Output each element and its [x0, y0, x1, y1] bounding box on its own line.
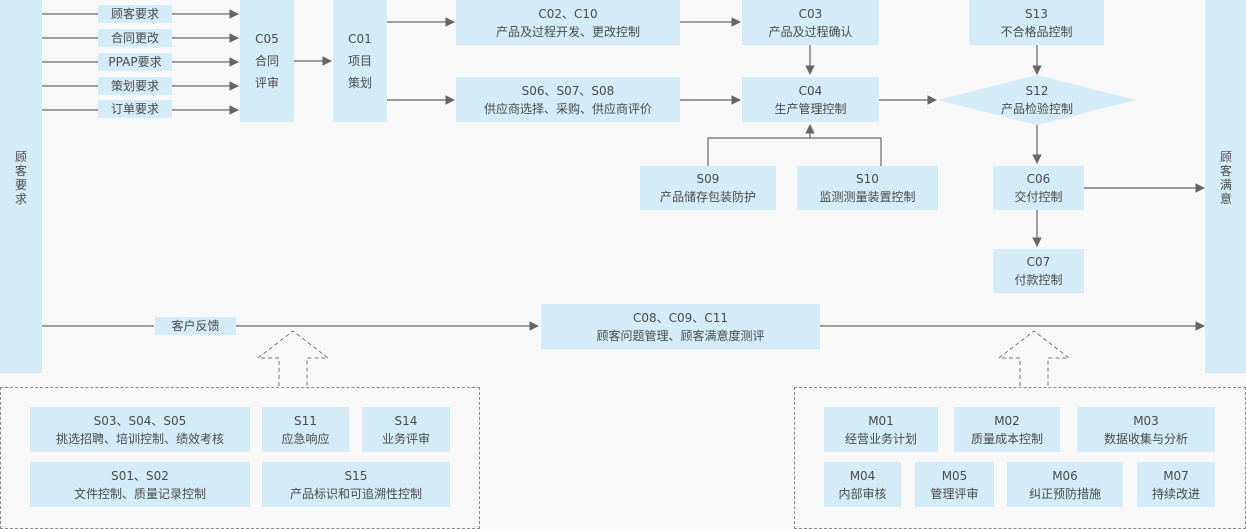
mgmt-item-2: M02 质量成本控制: [954, 407, 1060, 452]
support-left-item-3: S14 业务评审: [362, 407, 450, 452]
support-left-item-4-label: 文件控制、质量记录控制: [73, 486, 206, 501]
support-left-item-4-code: S01、S02: [111, 468, 169, 483]
support-left-item-3-label: 业务评审: [381, 431, 430, 446]
s13-nonconforming-box: S13 不合格品控制: [969, 0, 1104, 45]
c05-contract-review: C05 合同 评审: [240, 0, 294, 122]
c08-code: C08、C09、C11: [633, 310, 728, 325]
mgmt-item-4-code: M04: [849, 468, 876, 483]
c06-code: C06: [1026, 172, 1051, 186]
mgmt-item-4-label: 内部审核: [838, 486, 887, 501]
support-left-item-1-code: S03、S04、S05: [93, 413, 187, 428]
mgmt-item-7-code: M07: [1163, 468, 1189, 483]
mgmt-item-2-code: M02: [994, 413, 1020, 428]
mgmt-item-3: M03 数据收集与分析: [1077, 407, 1215, 452]
support-left-arrow: [256, 330, 330, 386]
c06-delivery-box: C06 交付控制: [993, 166, 1084, 210]
s10-code: S10: [856, 172, 879, 186]
c04-code: C04: [798, 83, 823, 98]
s12-label-group: S12 产品检验控制: [987, 82, 1087, 118]
c05-line-2: 评审: [254, 76, 279, 90]
req-tag-3: PPAP要求: [98, 53, 172, 71]
mgmt-item-7-label: 持续改进: [1151, 486, 1200, 501]
s12-diamond: [938, 75, 1136, 125]
s06-supplier-box: S06、S07、S08 供应商选择、采购、供应商评价: [456, 77, 680, 122]
c05-code: C05: [255, 32, 279, 46]
mgmt-item-6-code: M06: [1052, 468, 1078, 483]
c05-line-1: 合同: [254, 54, 279, 68]
customer-requirements-label: 顾客要求: [14, 150, 27, 206]
mgmt-item-1: M01 经营业务计划: [824, 407, 938, 452]
mgmt-item-4: M04 内部审核: [824, 462, 901, 507]
support-left-item-3-code: S14: [394, 413, 418, 428]
c01-code: C01: [348, 32, 372, 46]
support-left-item-5-label: 产品标识和可追溯性控制: [289, 486, 422, 501]
s09-label: 产品储存包装防护: [659, 190, 756, 204]
c07-payment-box: C07 付款控制: [993, 249, 1084, 293]
customer-requirements-column: [0, 0, 42, 373]
req-tag-5: 订单要求: [98, 100, 172, 118]
c08-customer-issue-box: C08、C09、C11 顾客问题管理、顾客满意度测评: [541, 304, 820, 349]
s06-code: S06、S07、S08: [521, 83, 615, 98]
mgmt-item-5-code: M05: [941, 468, 968, 483]
support-left-item-2-label: 应急响应: [281, 431, 330, 446]
c07-label: 付款控制: [1014, 273, 1063, 287]
mgmt-item-5: M05 管理评审: [915, 462, 994, 507]
s06-label: 供应商选择、采购、供应商评价: [483, 101, 652, 116]
customer-satisfaction-column: [1205, 0, 1246, 373]
s10-label: 监测测量装置控制: [819, 190, 916, 204]
support-left-item-1-label: 挑选招聘、培训控制、绩效考核: [55, 431, 224, 446]
support-right-arrow: [997, 330, 1071, 386]
c01-line-1: 项目: [347, 54, 372, 68]
c07-code: C07: [1026, 255, 1051, 269]
customer-satisfaction-label: 顾客满意: [1219, 150, 1232, 206]
c01-project-planning: C01 项目 策划: [333, 0, 387, 122]
support-left-item-1: S03、S04、S05 挑选招聘、培训控制、绩效考核: [30, 407, 250, 452]
customer-feedback-tag: 客户反馈: [155, 317, 236, 335]
c03-code: C03: [798, 6, 823, 21]
s12-label: 产品检验控制: [1000, 102, 1073, 116]
support-left-item-5-code: S15: [344, 468, 368, 483]
support-left-item-4: S01、S02 文件控制、质量记录控制: [30, 462, 250, 507]
mgmt-item-5-label: 管理评审: [930, 486, 979, 501]
c02-code: C02、C10: [538, 6, 598, 21]
c03-validation-box: C03 产品及过程确认: [742, 0, 879, 45]
req-tag-2: 合同更改: [98, 29, 172, 47]
s09-storage-box: S09 产品储存包装防护: [640, 166, 776, 210]
support-left-item-2-code: S11: [294, 413, 317, 428]
s10-measurement-box: S10 监测测量装置控制: [797, 166, 938, 210]
s12-code: S12: [1025, 84, 1049, 98]
req-tag-1: 顾客要求: [98, 5, 172, 23]
s09-s10-to-c04: [707, 137, 882, 166]
support-left-item-5: S15 产品标识和可追溯性控制: [262, 462, 450, 507]
mgmt-item-3-label: 数据收集与分析: [1103, 431, 1188, 446]
mgmt-item-7: M07 持续改进: [1137, 462, 1215, 507]
c06-label: 交付控制: [1014, 190, 1063, 204]
c01-line-2: 策划: [347, 76, 372, 90]
c08-label: 顾客问题管理、顾客满意度测评: [596, 328, 765, 343]
s13-label: 不合格品控制: [1000, 24, 1073, 39]
mgmt-item-1-code: M01: [868, 413, 894, 428]
mgmt-item-1-label: 经营业务计划: [844, 431, 917, 446]
c02-label: 产品及过程开发、更改控制: [495, 24, 640, 39]
mgmt-item-3-code: M03: [1133, 413, 1159, 428]
c04-label: 生产管理控制: [774, 101, 847, 116]
support-left-item-2: S11 应急响应: [262, 407, 349, 452]
c02-development-box: C02、C10 产品及过程开发、更改控制: [456, 0, 680, 45]
mgmt-item-2-label: 质量成本控制: [970, 431, 1043, 446]
mgmt-item-6-label: 纠正预防措施: [1028, 486, 1101, 501]
s13-code: S13: [1025, 6, 1048, 21]
mgmt-item-6: M06 纠正预防措施: [1007, 462, 1123, 507]
s09-code: S09: [696, 172, 720, 186]
c03-label: 产品及过程确认: [768, 24, 853, 39]
req-tag-4: 策划要求: [98, 77, 172, 95]
c04-production-box: C04 生产管理控制: [742, 77, 879, 122]
